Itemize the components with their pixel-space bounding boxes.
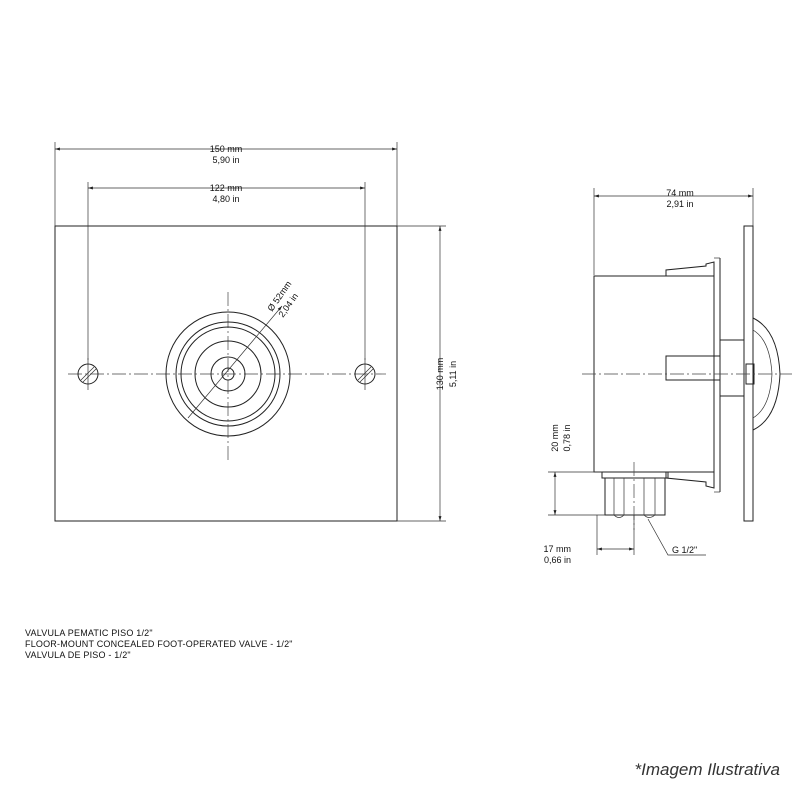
spindle bbox=[665, 355, 721, 381]
front-plate-outline bbox=[54, 225, 398, 522]
connector-height-mm-label: 20 mm bbox=[550, 424, 560, 452]
connector-width-mm-label: 17 mm bbox=[543, 544, 571, 554]
caption-line-3: VALVULA DE PISO - 1/2" bbox=[25, 650, 131, 660]
pipe-connector bbox=[601, 462, 669, 530]
height-in-label: 5,11 in bbox=[448, 361, 458, 387]
side-view: 74 mm 2,91 in bbox=[543, 188, 792, 565]
width-mm-label: 150 mm bbox=[210, 144, 243, 154]
hole-spacing-mm-label: 122 mm bbox=[210, 183, 243, 193]
width-in-label: 5,90 in bbox=[212, 155, 239, 165]
caption-line-2: FLOOR-MOUNT CONCEALED FOOT-OPERATED VALV… bbox=[25, 639, 293, 649]
hole-spacing-in-label: 4,80 in bbox=[212, 194, 239, 204]
depth-mm-label: 74 mm bbox=[666, 188, 694, 198]
thread-leader-line bbox=[647, 518, 706, 556]
connector-width-in-label: 0,66 in bbox=[544, 555, 571, 565]
connector-height-in-label: 0,78 in bbox=[562, 424, 572, 451]
push-button bbox=[165, 311, 291, 437]
thread-label: G 1/2" bbox=[672, 545, 697, 555]
right-screw-hole bbox=[354, 358, 376, 390]
side-plate bbox=[743, 225, 754, 522]
caption-line-1: VALVULA PEMATIC PISO 1/2" bbox=[25, 628, 153, 638]
front-view: 150 mm 5,90 in 122 mm 4,80 in 130 mm 5,1… bbox=[54, 142, 458, 522]
illustrative-image-note: *Imagem Ilustrativa bbox=[634, 760, 781, 779]
diameter-leader-line bbox=[187, 305, 283, 419]
depth-in-label: 2,91 in bbox=[666, 199, 693, 209]
product-caption: VALVULA PEMATIC PISO 1/2" FLOOR-MOUNT CO… bbox=[25, 628, 293, 661]
left-screw-hole bbox=[77, 358, 99, 390]
height-mm-label: 130 mm bbox=[435, 358, 445, 391]
